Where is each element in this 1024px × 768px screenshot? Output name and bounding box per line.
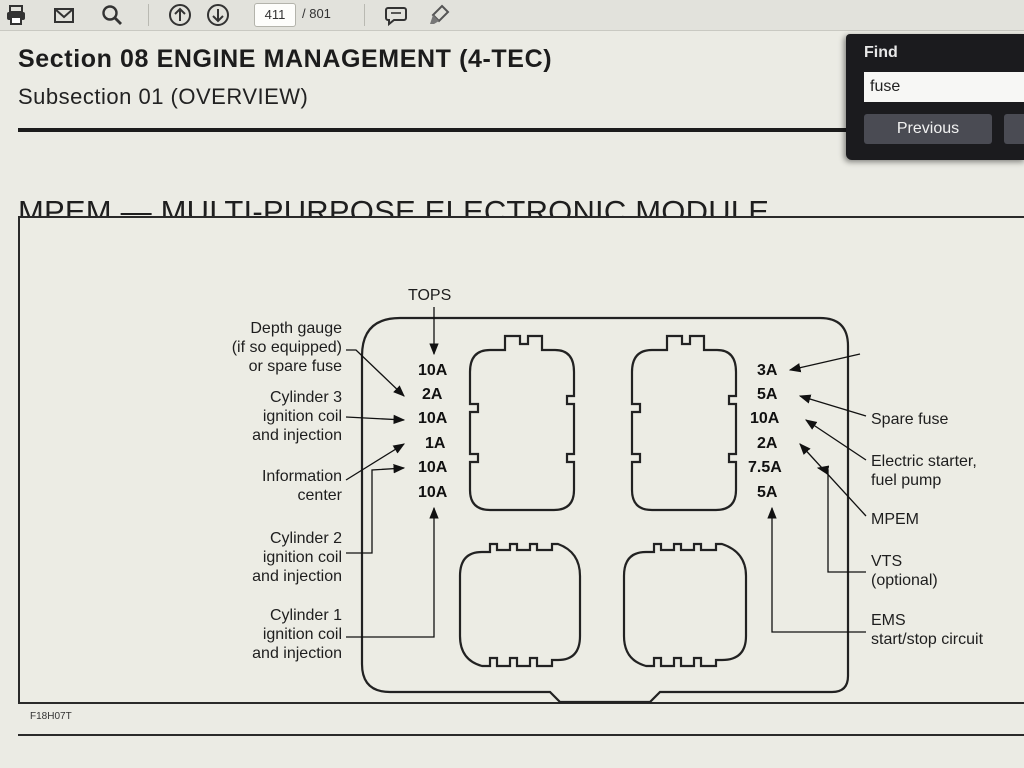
left-label-1: Depth gauge (if so equipped) or spare fu… — [231, 320, 342, 375]
header-rule — [18, 128, 848, 132]
right-label-2: Electric starter, fuel pump — [871, 453, 977, 489]
tops-label: TOPS — [408, 287, 452, 304]
page-down-icon[interactable] — [206, 3, 230, 27]
comment-icon[interactable] — [384, 3, 408, 27]
bottom-rule — [18, 734, 1024, 736]
viewer-toolbar: 411 / 801 — [0, 0, 1024, 31]
left-label-3: Information center — [261, 468, 342, 504]
toolbar-separator — [148, 4, 149, 26]
right-fuse-2: 5A — [757, 386, 778, 403]
page-total: / 801 — [302, 6, 331, 21]
left-fuse-4: 1A — [425, 435, 446, 452]
left-fuse-6: 10A — [418, 484, 448, 501]
page-up-icon[interactable] — [168, 3, 192, 27]
right-fuse-6: 5A — [757, 484, 778, 501]
right-fuse-4: 2A — [757, 435, 778, 452]
search-icon[interactable] — [100, 3, 124, 27]
left-fuse-3: 10A — [418, 410, 448, 427]
find-previous-button[interactable]: Previous — [864, 114, 992, 144]
left-fuse-1: 10A — [418, 362, 448, 379]
section-title: Section 08 ENGINE MANAGEMENT (4-TEC) — [18, 45, 553, 73]
right-label-4: VTS (optional) — [871, 553, 938, 589]
right-fuse-1: 3A — [757, 362, 778, 379]
right-label-3: MPEM — [871, 511, 919, 528]
left-label-5: Cylinder 1 ignition coil and injection — [252, 607, 342, 662]
left-fuse-5: 10A — [418, 459, 448, 476]
page-number-input[interactable]: 411 — [254, 3, 296, 27]
find-title: Find — [864, 44, 898, 61]
subsection-title: Subsection 01 (OVERVIEW) — [18, 84, 309, 109]
highlight-pen-icon[interactable] — [428, 3, 452, 27]
find-panel: Find Previous — [846, 34, 1024, 160]
right-fuse-5: 7.5A — [748, 459, 782, 476]
figure-code: F18H07T — [30, 711, 72, 722]
email-icon[interactable] — [52, 3, 76, 27]
right-label-5: EMS start/stop circuit — [871, 612, 984, 648]
print-icon[interactable] — [4, 3, 28, 27]
right-label-1: Spare fuse — [871, 411, 949, 428]
left-fuse-2: 2A — [422, 386, 443, 403]
find-input[interactable] — [864, 72, 1024, 102]
find-next-button[interactable] — [1004, 114, 1024, 144]
left-label-4: Cylinder 2 ignition coil and injection — [252, 530, 342, 585]
left-label-2: Cylinder 3 ignition coil and injection — [252, 389, 342, 444]
toolbar-separator — [364, 4, 365, 26]
right-fuse-3: 10A — [750, 410, 780, 427]
